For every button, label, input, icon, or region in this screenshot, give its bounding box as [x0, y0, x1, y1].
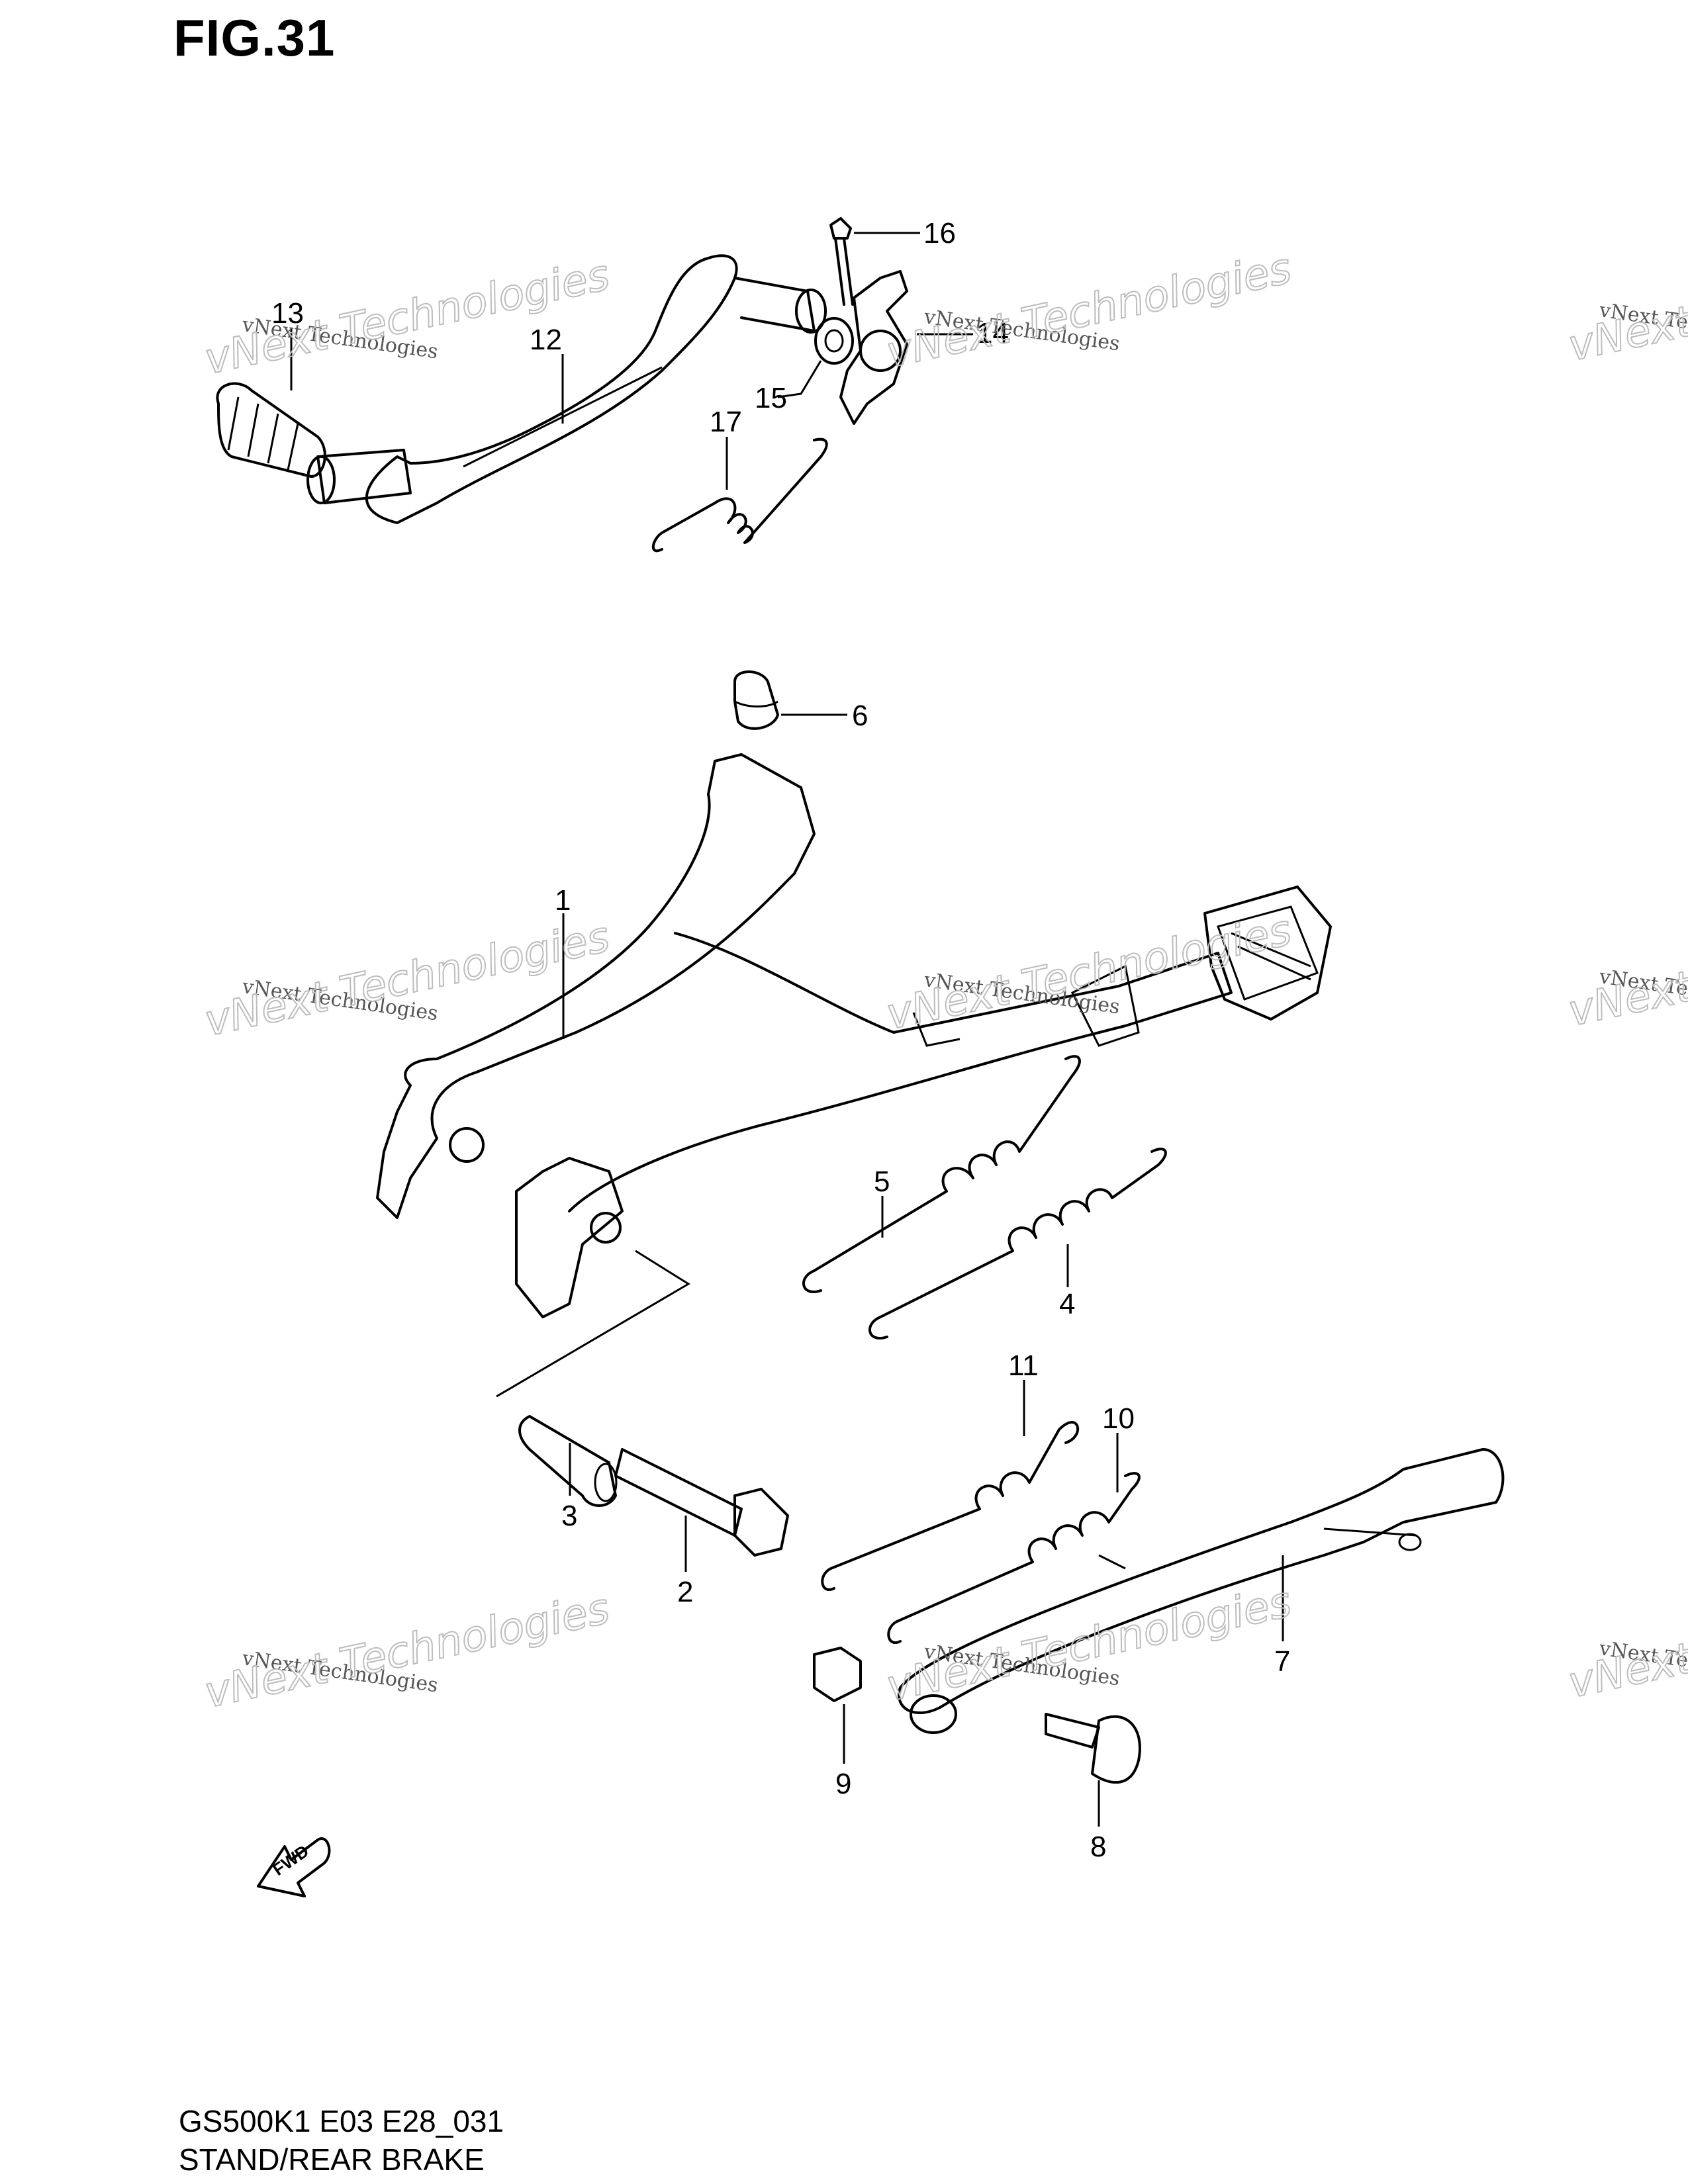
stand-spring-4-part	[868, 1148, 1167, 1340]
watermark-bottom-center: vNext Technologies vNext Technologies	[882, 1577, 1296, 1712]
center-stand-part	[376, 753, 1332, 1318]
fwd-arrow-icon: FWD	[257, 1837, 331, 1897]
callout-12: 12	[530, 324, 562, 356]
diagram-name: STAND/REAR BRAKE	[179, 2142, 485, 2177]
brake-arm-assembly	[814, 217, 908, 425]
diagram-code: GS500K1 E03 E28_031	[179, 2104, 504, 2138]
callout-16: 16	[923, 217, 956, 250]
stand-collar-part	[518, 1415, 618, 1507]
watermark-middle-left: vNext Technologies vNext Technologies	[200, 912, 614, 1047]
callout-6: 6	[852, 700, 868, 732]
stopper-rubber-part	[733, 670, 779, 730]
figure-title: FIG.31	[173, 9, 336, 67]
callout-10: 10	[1102, 1402, 1135, 1435]
watermark-top-right: vNext Technologies vNext Technologies	[1564, 237, 1688, 372]
callout-1: 1	[555, 884, 571, 917]
callout-11: 11	[1008, 1349, 1039, 1382]
watermark-middle-center: vNext Technologies vNext Technologies	[882, 905, 1296, 1040]
callout-5: 5	[874, 1165, 890, 1198]
side-stand-spring-11-part	[821, 1421, 1079, 1591]
callout-17: 17	[710, 406, 742, 438]
watermark-bottom-left: vNext Technologies vNext Technologies	[200, 1584, 614, 1719]
watermark-top-left: vNext Technologies vNext Technologies	[200, 250, 614, 385]
pedal-rubber-part	[216, 382, 326, 478]
fwd-label: FWD	[269, 1841, 312, 1880]
callout-3: 3	[561, 1500, 577, 1532]
callout-4: 4	[1059, 1288, 1075, 1320]
brake-spring-part	[651, 437, 828, 553]
side-stand-part	[898, 1448, 1505, 1734]
watermark-top-center: vNext Technologies vNext Technologies	[882, 244, 1296, 379]
callout-13: 13	[271, 297, 304, 330]
callout-2: 2	[677, 1576, 693, 1608]
watermark-middle-right: vNext Technologies vNext Technologies	[1564, 902, 1688, 1037]
callout-14: 14	[976, 317, 1009, 349]
stand-bolt-part	[614, 1448, 789, 1557]
watermark-bottom-right: vNext Technologies vNext Technologies	[1564, 1574, 1688, 1709]
side-stand-pivot-bolt-part	[1045, 1713, 1141, 1784]
leader-lines	[290, 232, 1284, 1827]
callout-7: 7	[1274, 1645, 1290, 1678]
callout-9: 9	[835, 1768, 851, 1800]
callout-8: 8	[1090, 1831, 1106, 1863]
callout-numbers: 12 13 14 15 16 17 6 1 5 4 3 2 11 10 7 9 …	[271, 217, 1290, 1863]
side-stand-nut-part	[813, 1647, 862, 1702]
stand-spring-5-part	[802, 1055, 1081, 1293]
callout-15: 15	[755, 382, 787, 414]
assembly-guide-line	[496, 1250, 690, 1398]
side-stand-spring-10-part	[887, 1472, 1141, 1644]
